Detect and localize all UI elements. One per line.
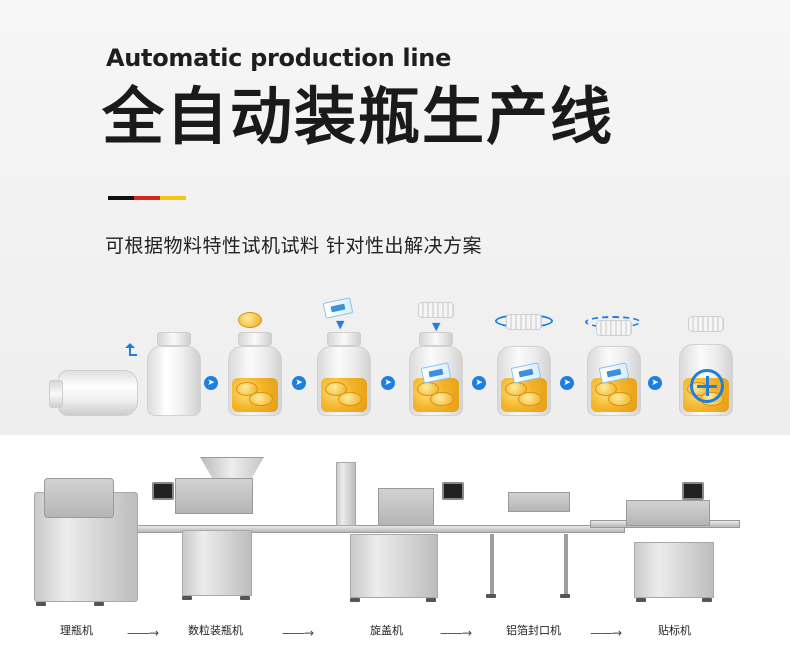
down-arrow-icon: ▼ bbox=[336, 318, 345, 331]
machine-foot bbox=[182, 596, 192, 600]
machine-foot bbox=[636, 598, 646, 602]
machine-label-counting-filler: 数粒装瓶机 bbox=[188, 624, 243, 637]
bottle-lying bbox=[49, 370, 138, 416]
pill-fill bbox=[501, 378, 547, 412]
title-chinese: 全自动装瓶生产线 bbox=[102, 80, 615, 153]
arrow-right-icon: ➤ bbox=[381, 376, 395, 390]
machine-label-unscrambler: 理瓶机 bbox=[60, 624, 93, 637]
control-screen bbox=[682, 482, 704, 500]
arrow-right-icon: ➤ bbox=[472, 376, 486, 390]
machine-foot bbox=[350, 598, 360, 602]
cap-icon bbox=[506, 314, 542, 330]
cap-icon bbox=[688, 316, 724, 332]
arrow-right-icon: ➤ bbox=[292, 376, 306, 390]
machine-leg bbox=[564, 534, 568, 594]
bottle-filled bbox=[228, 346, 282, 416]
up-arrow-icon bbox=[125, 343, 137, 356]
pill-icon bbox=[238, 312, 262, 328]
flow-arrow: ——→ bbox=[282, 626, 314, 640]
bottle-filled bbox=[317, 346, 371, 416]
machine-foot bbox=[486, 594, 496, 598]
bottle-filled bbox=[587, 346, 641, 416]
header-section: Automatic production line 全自动装瓶生产线 可根据物料… bbox=[0, 0, 790, 435]
labeler-head bbox=[626, 500, 710, 526]
machine-head bbox=[378, 488, 434, 526]
arrow-right-icon: ➤ bbox=[204, 376, 218, 390]
flow-arrow: ——→ bbox=[440, 626, 472, 640]
down-arrow-icon: ▼ bbox=[432, 320, 441, 333]
machine-foot bbox=[426, 598, 436, 602]
machine-foot bbox=[240, 596, 250, 600]
machine-foot bbox=[94, 602, 104, 606]
bottle-neck bbox=[157, 332, 191, 346]
machine-column bbox=[336, 462, 356, 526]
machine-leg bbox=[490, 534, 494, 594]
flag-stripe-black bbox=[108, 196, 134, 200]
machine-foot bbox=[560, 594, 570, 598]
pill-fill bbox=[591, 378, 637, 412]
flag-color-bar bbox=[108, 196, 186, 200]
machine-body bbox=[182, 530, 252, 596]
bottle-neck bbox=[327, 332, 361, 346]
machine-foot bbox=[36, 602, 46, 606]
bottle-neck bbox=[238, 332, 272, 346]
cap-icon bbox=[418, 302, 454, 318]
arrow-right-icon: ➤ bbox=[560, 376, 574, 390]
bottle-empty bbox=[147, 346, 201, 416]
cross-label-icon bbox=[690, 369, 724, 403]
bottle-labeled bbox=[679, 344, 733, 416]
machine-label-foil-sealer: 铝箔封口机 bbox=[506, 624, 561, 637]
bottle-filled bbox=[497, 346, 551, 416]
title-english: Automatic production line bbox=[106, 44, 452, 72]
flag-stripe-gold bbox=[160, 196, 186, 200]
flow-arrow: ——→ bbox=[127, 626, 159, 640]
pill-fill bbox=[321, 378, 367, 412]
bottle-filled bbox=[409, 346, 463, 416]
machine-top bbox=[44, 478, 114, 518]
pill-fill bbox=[413, 378, 459, 412]
machine-body bbox=[634, 542, 714, 598]
cap-icon bbox=[596, 320, 632, 336]
desiccant-icon bbox=[322, 297, 354, 319]
control-screen bbox=[442, 482, 464, 500]
arrow-right-icon: ➤ bbox=[648, 376, 662, 390]
flag-stripe-red bbox=[134, 196, 160, 200]
sealer-head bbox=[508, 492, 570, 512]
control-screen bbox=[152, 482, 174, 500]
bottle-neck bbox=[419, 332, 453, 346]
machine-label-labeler: 贴标机 bbox=[658, 624, 691, 637]
pill-fill bbox=[232, 378, 278, 412]
machine-body bbox=[350, 534, 438, 598]
process-steps: ➤ ➤ ▼ ➤ ▼ ➤ ➤ bbox=[0, 290, 790, 430]
machine-label-capper: 旋盖机 bbox=[370, 624, 403, 637]
machine-head bbox=[175, 478, 253, 514]
machine-foot bbox=[702, 598, 712, 602]
subtitle: 可根据物料特性试机试料 针对性出解决方案 bbox=[105, 235, 483, 257]
flow-arrow: ——→ bbox=[590, 626, 622, 640]
